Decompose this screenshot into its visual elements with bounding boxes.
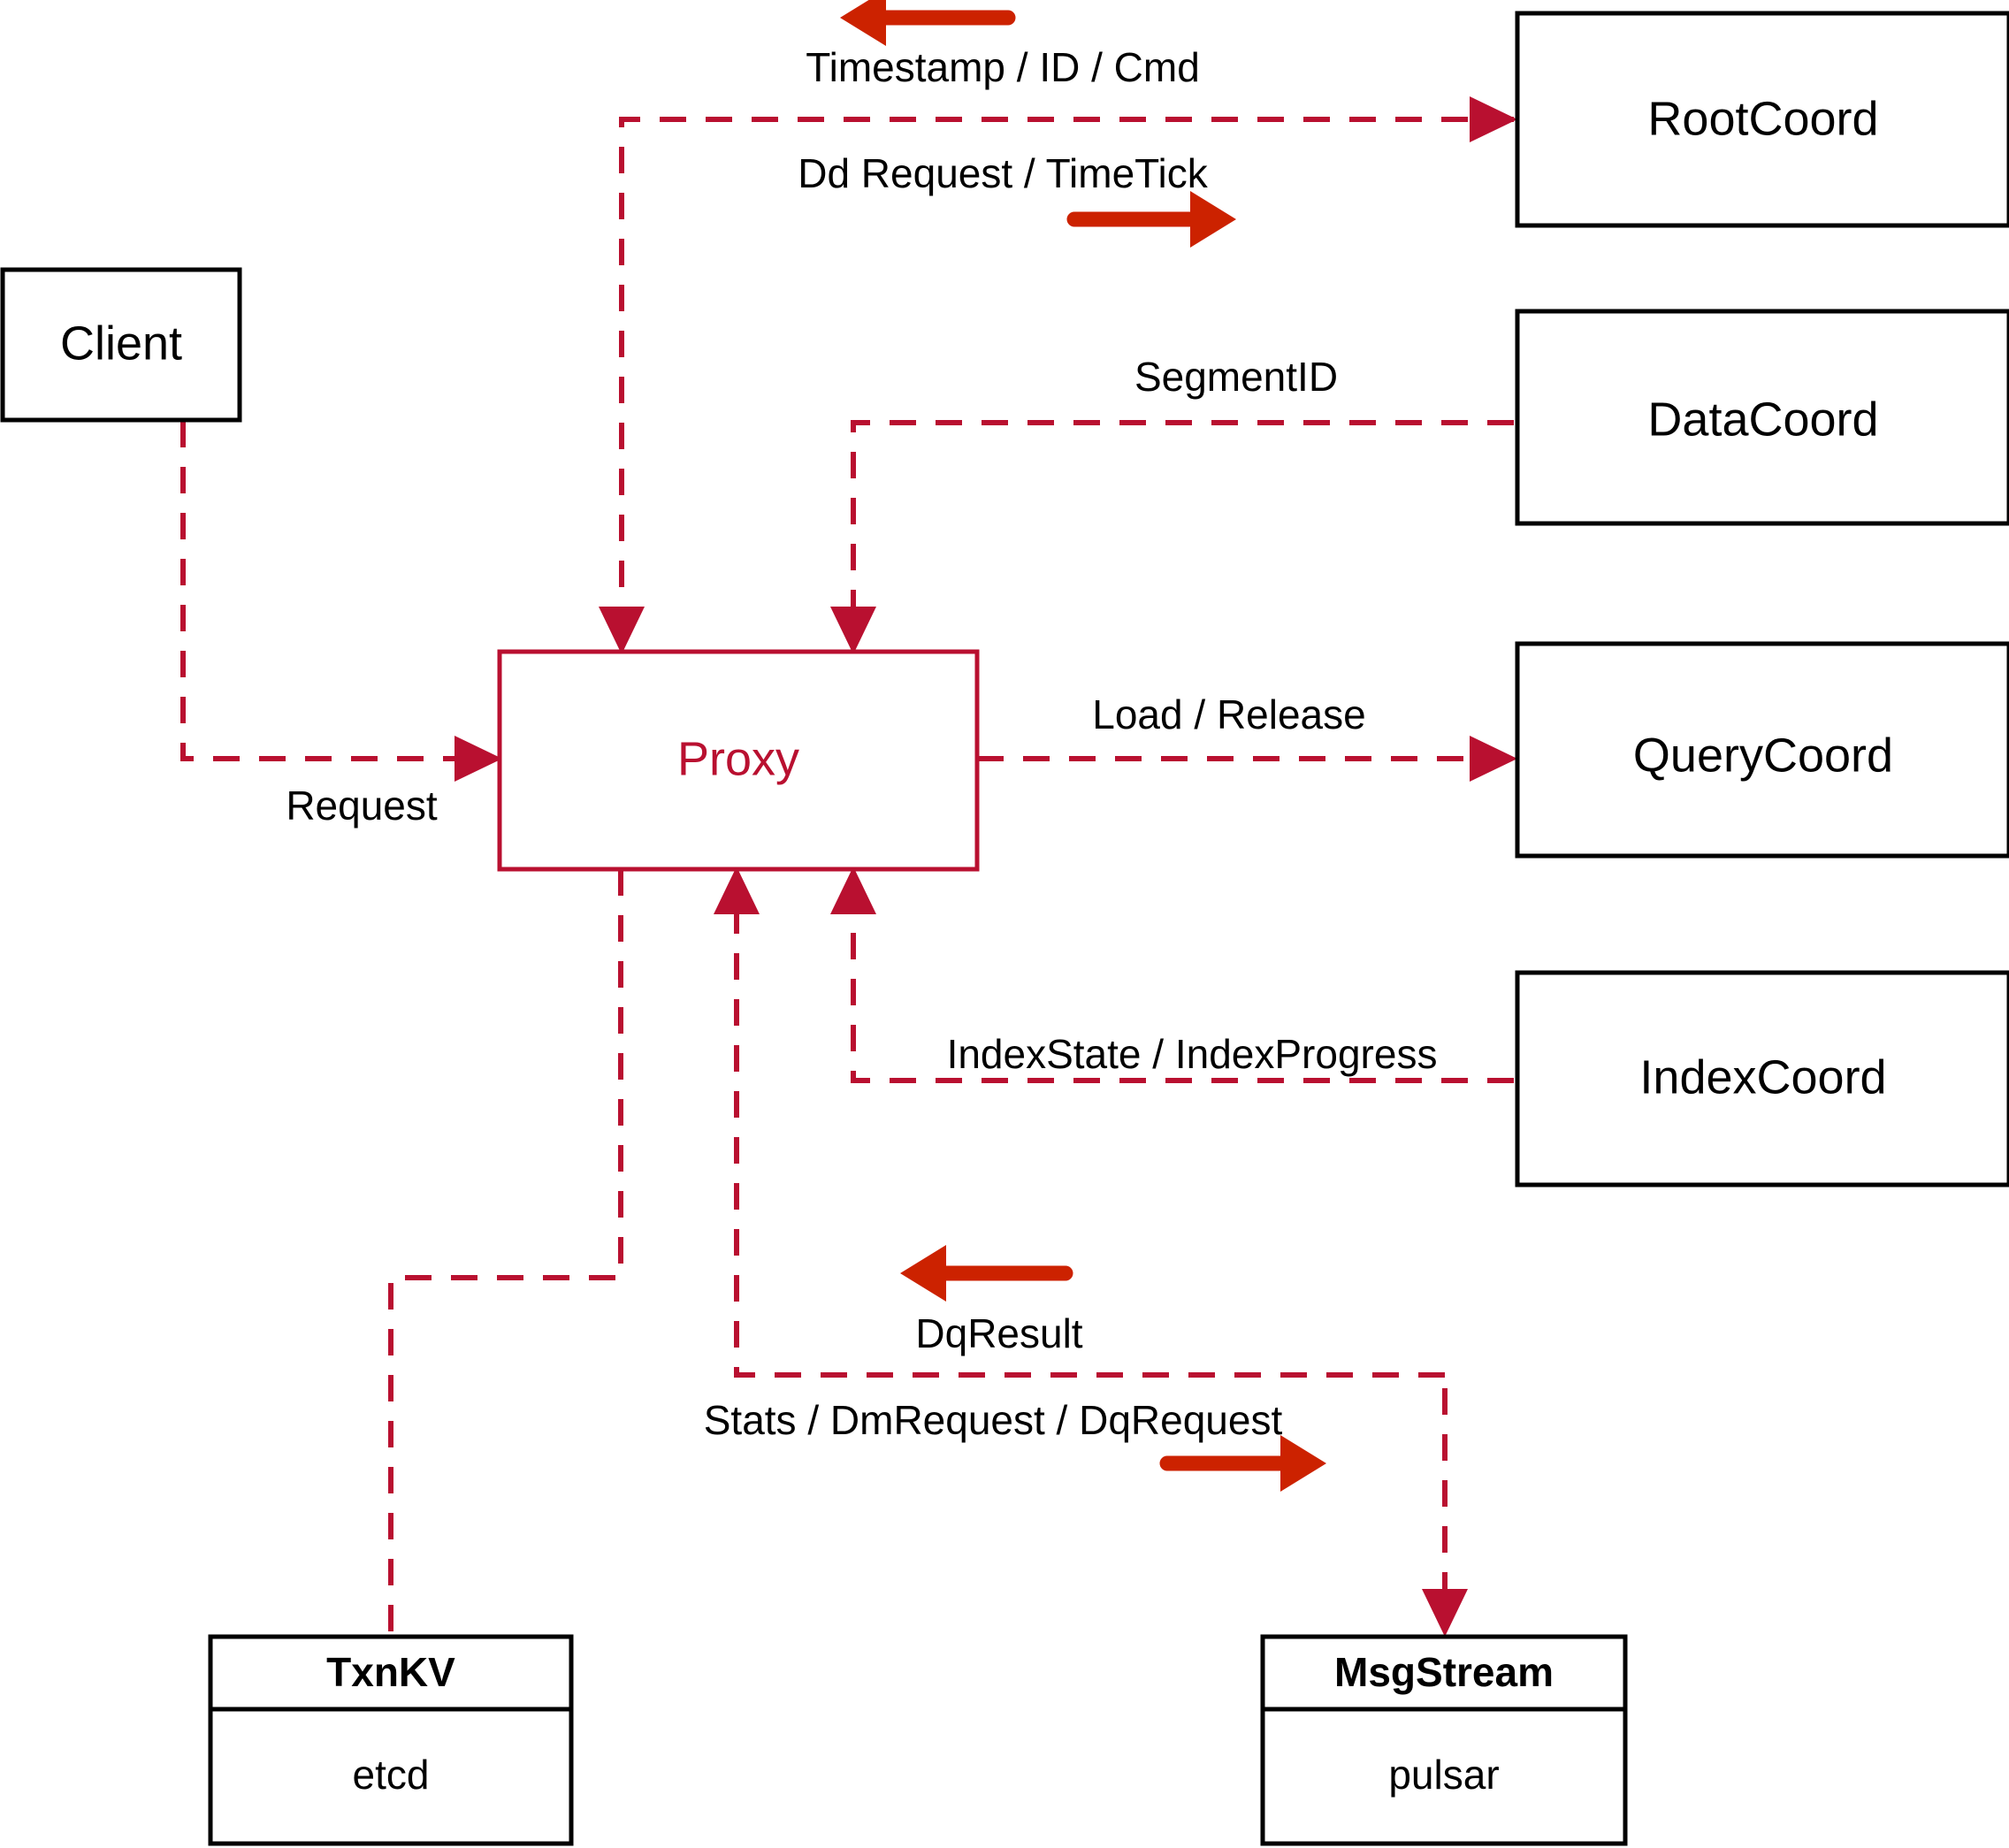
edge-datacoord-to-proxy-arrowhead	[830, 607, 876, 654]
node-rootcoord-label: RootCoord	[1647, 92, 1878, 145]
edge-client-to-proxy	[180, 421, 469, 761]
edge-label-indexstate-progress: IndexState / IndexProgress	[947, 1031, 1438, 1077]
edge-label-segmentid: SegmentID	[1134, 354, 1338, 400]
edge-label-request: Request	[286, 783, 438, 829]
edge-indexcoord-to-proxy-arrowhead	[830, 867, 876, 914]
direction-arrow-left-timestamp	[840, 0, 1016, 46]
direction-arrow-right-stats	[1159, 1435, 1326, 1492]
edge-msgstream-to-proxy-arrowhead	[714, 867, 760, 914]
node-txnkv-title: TxnKV	[326, 1649, 455, 1695]
edge-proxy-to-querycoord-arrowhead	[1470, 736, 1517, 782]
node-proxy[interactable]: Proxy	[497, 649, 980, 872]
edge-proxy-to-rootcoord-arrowhead	[1470, 96, 1517, 142]
direction-arrow-left-dqresult	[900, 1245, 1073, 1302]
edge-label-stats-dm-dq: Stats / DmRequest / DqRequest	[704, 1397, 1283, 1443]
node-msgstream-impl: pulsar	[1388, 1752, 1499, 1798]
edge-msgstream-to-proxy	[734, 902, 1445, 1378]
edge-rootcoord-to-proxy	[619, 117, 1514, 619]
edge-label-load-release: Load / Release	[1092, 691, 1365, 737]
node-msgstream-title: MsgStream	[1334, 1649, 1554, 1695]
node-indexcoord-label: IndexCoord	[1639, 1050, 1886, 1103]
node-indexcoord[interactable]: IndexCoord	[1515, 970, 2009, 1187]
edge-rootcoord-to-proxy-arrowhead	[599, 607, 645, 654]
node-querycoord-label: QueryCoord	[1633, 729, 1893, 782]
node-txnkv[interactable]: TxnKV etcd	[208, 1634, 574, 1846]
edge-label-dd-request-timetick: Dd Request / TimeTick	[798, 150, 1209, 196]
edge-client-to-proxy-arrowhead	[455, 736, 502, 782]
edge-label-dqresult: DqResult	[915, 1310, 1082, 1356]
edge-label-timestamp-id-cmd: Timestamp / ID / Cmd	[806, 44, 1200, 90]
edge-proxy-to-msgstream-arrowhead	[1422, 1589, 1468, 1637]
node-datacoord-label: DataCoord	[1647, 393, 1878, 446]
direction-arrow-right-ddrequest	[1066, 191, 1236, 248]
node-txnkv-impl: etcd	[353, 1752, 430, 1798]
node-querycoord[interactable]: QueryCoord	[1515, 641, 2009, 859]
node-proxy-label: Proxy	[677, 732, 799, 785]
node-msgstream[interactable]: MsgStream pulsar	[1260, 1634, 1628, 1846]
node-client[interactable]: Client	[0, 267, 242, 423]
edge-indexcoord-to-proxy	[851, 902, 1514, 1083]
edge-proxy-to-txnkv	[388, 869, 623, 1637]
node-rootcoord[interactable]: RootCoord	[1515, 11, 2009, 228]
node-datacoord[interactable]: DataCoord	[1515, 309, 2009, 526]
node-client-label: Client	[60, 317, 182, 370]
edge-datacoord-to-proxy	[851, 420, 1514, 619]
